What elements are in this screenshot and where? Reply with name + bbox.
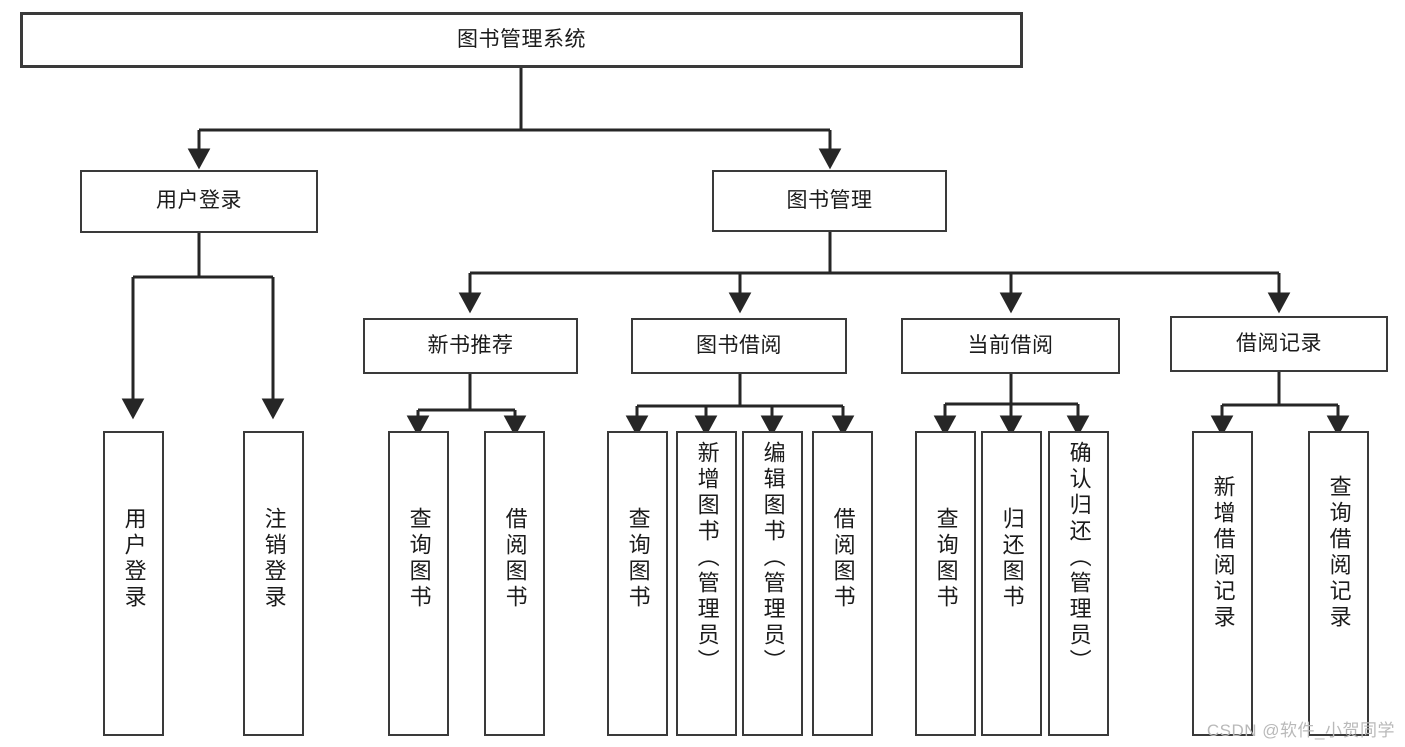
node-book-management[interactable]: 图书管理: [712, 170, 947, 232]
node-label: 借阅图书: [830, 507, 856, 611]
leaf-user-login[interactable]: 用户登录: [103, 431, 164, 736]
node-label: 图书借阅: [696, 333, 782, 357]
node-label: 新增图书（管理员）: [694, 441, 720, 675]
node-label: 查询图书: [933, 507, 959, 611]
node-label: 当前借阅: [967, 333, 1054, 357]
node-book-borrow[interactable]: 图书借阅: [631, 318, 847, 374]
node-label: 确认归还（管理员）: [1066, 441, 1092, 675]
leaf-borrow-book-newbook[interactable]: 借阅图书: [484, 431, 545, 736]
node-current-borrow[interactable]: 当前借阅: [901, 318, 1120, 374]
leaf-borrow-book-borrow[interactable]: 借阅图书: [812, 431, 873, 736]
node-label: 编辑图书（管理员）: [760, 441, 786, 675]
leaf-query-book-current[interactable]: 查询图书: [915, 431, 976, 736]
node-label: 借阅记录: [1236, 331, 1322, 355]
leaf-edit-book[interactable]: 编辑图书（管理员）: [742, 431, 803, 736]
node-label: 归还图书: [999, 507, 1025, 611]
node-label: 图书管理系统: [457, 27, 586, 51]
leaf-user-logout[interactable]: 注销登录: [243, 431, 304, 736]
watermark-text: CSDN @软件_小贺同学: [1206, 721, 1395, 740]
leaf-add-borrow-record[interactable]: 新增借阅记录: [1192, 431, 1253, 736]
node-label: 查询图书: [406, 507, 432, 611]
node-borrow-record[interactable]: 借阅记录: [1170, 316, 1388, 372]
leaf-query-book-newbook[interactable]: 查询图书: [388, 431, 449, 736]
node-root-system[interactable]: 图书管理系统: [20, 12, 1023, 68]
node-user-login[interactable]: 用户登录: [80, 170, 318, 233]
leaf-query-book-borrow[interactable]: 查询图书: [607, 431, 668, 736]
node-label: 图书管理: [786, 188, 873, 212]
node-label: 查询图书: [625, 507, 651, 611]
node-label: 注销登录: [261, 507, 287, 611]
node-new-book-recommend[interactable]: 新书推荐: [363, 318, 578, 374]
node-label: 新书推荐: [427, 333, 514, 357]
node-label: 新增借阅记录: [1210, 475, 1236, 631]
node-label: 查询借阅记录: [1326, 475, 1352, 631]
node-label: 用户登录: [156, 189, 242, 213]
leaf-query-borrow-record[interactable]: 查询借阅记录: [1308, 431, 1369, 736]
node-label: 用户登录: [121, 507, 147, 611]
node-label: 借阅图书: [502, 507, 528, 611]
leaf-confirm-return[interactable]: 确认归还（管理员）: [1048, 431, 1109, 736]
leaf-add-book[interactable]: 新增图书（管理员）: [676, 431, 737, 736]
leaf-return-book[interactable]: 归还图书: [981, 431, 1042, 736]
